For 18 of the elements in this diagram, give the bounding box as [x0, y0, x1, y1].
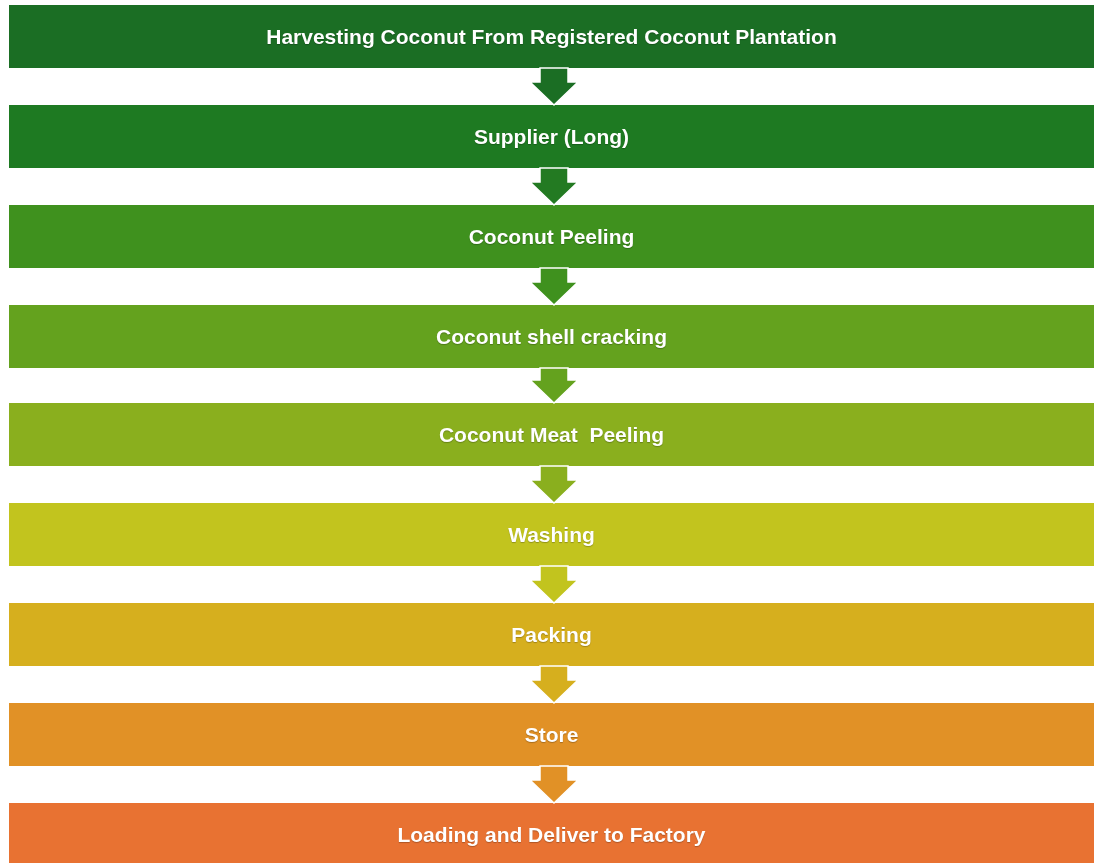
step-label: Supplier (Long)	[473, 124, 630, 149]
process-box	[9, 703, 1094, 766]
process-box	[9, 403, 1094, 466]
process-box	[9, 803, 1094, 863]
step-label: Coconut shell cracking	[435, 324, 668, 349]
step-label: Coconut Peeling	[468, 224, 635, 249]
step-label: Packing	[511, 622, 592, 647]
process-box	[9, 205, 1094, 268]
step-label: Coconut Meat Peeling	[438, 422, 665, 447]
process-box	[9, 105, 1094, 168]
step-label: Loading and Deliver to Factory	[397, 822, 706, 847]
step-label: Washing	[508, 522, 595, 547]
process-box	[9, 503, 1094, 566]
step-label: Store	[524, 722, 579, 747]
process-box	[9, 5, 1094, 68]
process-box	[9, 305, 1094, 368]
step-label: Harvesting Coconut From Registered Coconut Plantation	[266, 24, 837, 49]
process-box	[9, 603, 1094, 666]
